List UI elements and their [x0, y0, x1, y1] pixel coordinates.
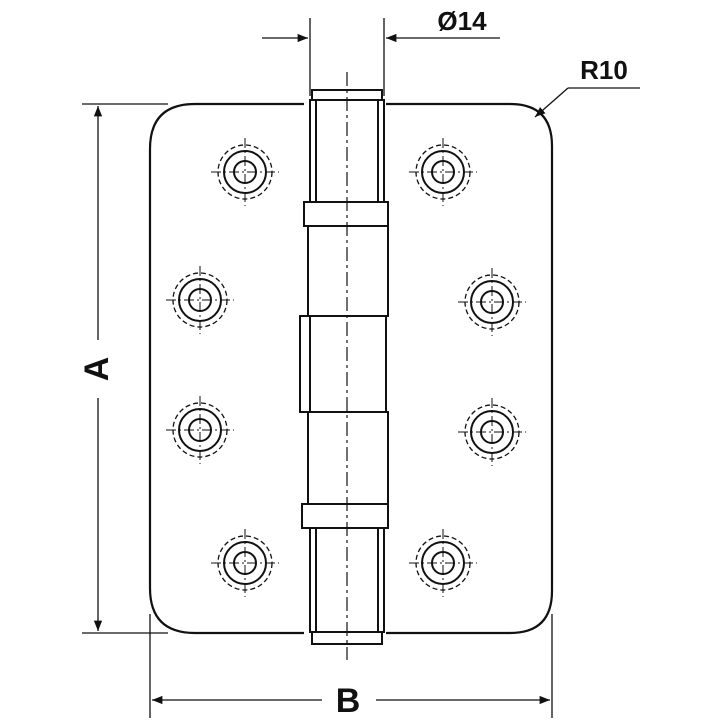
- left-leaf-outline: [148, 102, 304, 635]
- corner-radius-leader: [534, 87, 640, 118]
- screw-hole-right-1: [408, 137, 478, 207]
- right-leaf-outline: [386, 102, 554, 635]
- pin-diameter-label: Ø14: [437, 6, 487, 36]
- hinge-knuckle: [299, 89, 389, 645]
- screw-hole-right-3: [457, 397, 527, 467]
- screw-hole-left-3: [165, 395, 235, 465]
- height-label: A: [78, 357, 116, 382]
- dimension-pin-diameter: [262, 18, 500, 96]
- width-label: B: [336, 682, 361, 720]
- screw-hole-left-1: [210, 137, 280, 207]
- screw-hole-left-4: [210, 528, 280, 598]
- screw-hole-left-2: [165, 265, 235, 335]
- dimension-height: [82, 103, 168, 634]
- screw-hole-right-4: [408, 528, 478, 598]
- screw-hole-right-2: [457, 267, 527, 337]
- dimension-width: [149, 614, 553, 718]
- corner-radius-label: R10: [580, 55, 628, 85]
